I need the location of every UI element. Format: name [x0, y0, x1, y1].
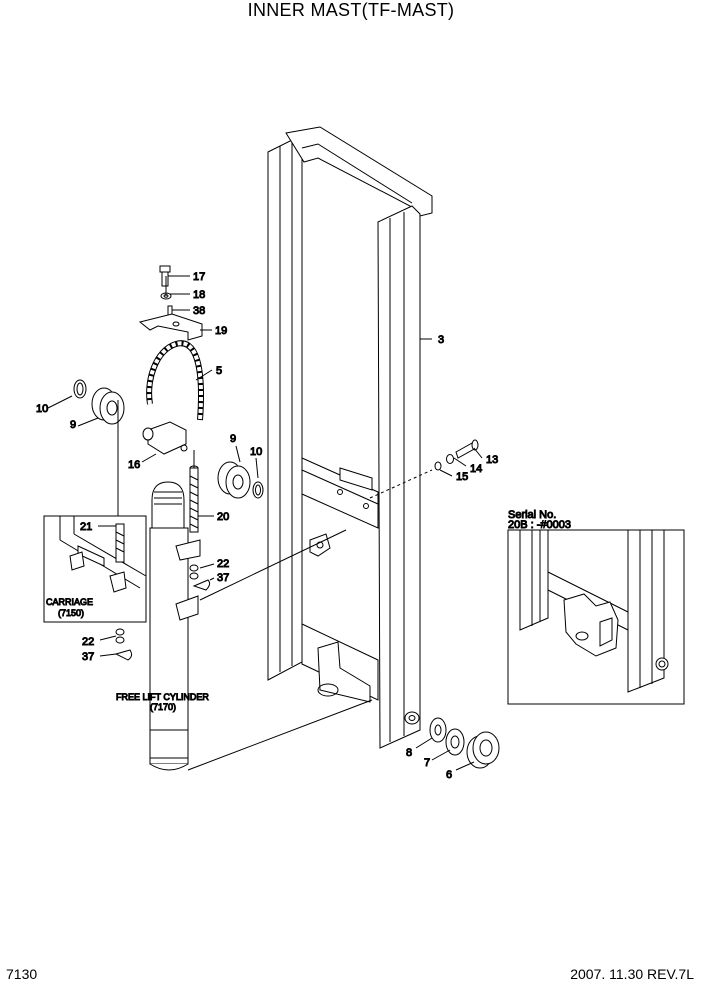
callout-17: 17: [193, 271, 205, 283]
callout-16: 16: [128, 459, 140, 471]
callout-19: 19: [215, 325, 227, 337]
serial-label: Serial No.: [508, 509, 556, 521]
nut-pin-right: [189, 564, 211, 591]
callout-3: 3: [438, 334, 444, 346]
inner-mast-frame: [267, 126, 433, 749]
nut-pin-left: [114, 628, 133, 661]
carriage-inset: [43, 515, 147, 623]
chain-anchor-bolt: [189, 465, 199, 533]
callout-38: 38: [193, 305, 205, 317]
bolt-set: [434, 439, 479, 471]
cylinder-label: FREE LIFT CYLINDER: [116, 692, 209, 702]
carriage-label: CARRIAGE: [46, 597, 93, 607]
carriage-ref: (7150): [58, 608, 84, 618]
callout-10-right: 10: [250, 446, 262, 458]
page-title: INNER MAST(TF-MAST): [247, 0, 455, 20]
callout-10-left: 10: [36, 403, 48, 415]
callout-14: 14: [470, 463, 482, 475]
roller-stack: [429, 717, 500, 769]
chain-anchor-bracket: [138, 265, 203, 341]
callout-9-right: 9: [230, 433, 236, 445]
callout-21: 21: [80, 521, 92, 533]
callout-6: 6: [446, 769, 452, 781]
page-code: 7130: [6, 966, 38, 982]
callout-37-right: 37: [217, 572, 229, 584]
callout-9-left: 9: [70, 419, 76, 431]
revision-stamp: 2007. 11.30 REV.7L: [570, 966, 694, 982]
sheave-pin: [142, 421, 188, 455]
callout-8: 8: [406, 747, 412, 759]
callout-13: 13: [486, 454, 498, 466]
serial-inset-box: [507, 529, 685, 705]
cylinder-ref: (7170): [150, 702, 176, 712]
callout-37-left: 37: [82, 651, 94, 663]
free-lift-cylinder: [149, 481, 201, 771]
callout-20: 20: [217, 511, 229, 523]
callout-18: 18: [193, 289, 205, 301]
callout-7: 7: [424, 757, 430, 769]
sheave-left: [73, 379, 125, 425]
callout-15: 15: [456, 471, 468, 483]
callout-5: 5: [216, 365, 222, 377]
sheave-right: [217, 461, 264, 499]
lift-chain: [146, 340, 204, 421]
callout-22-left: 22: [82, 636, 94, 648]
serial-value: 20B : -#0003: [508, 519, 571, 531]
callout-22-right: 22: [217, 558, 229, 570]
